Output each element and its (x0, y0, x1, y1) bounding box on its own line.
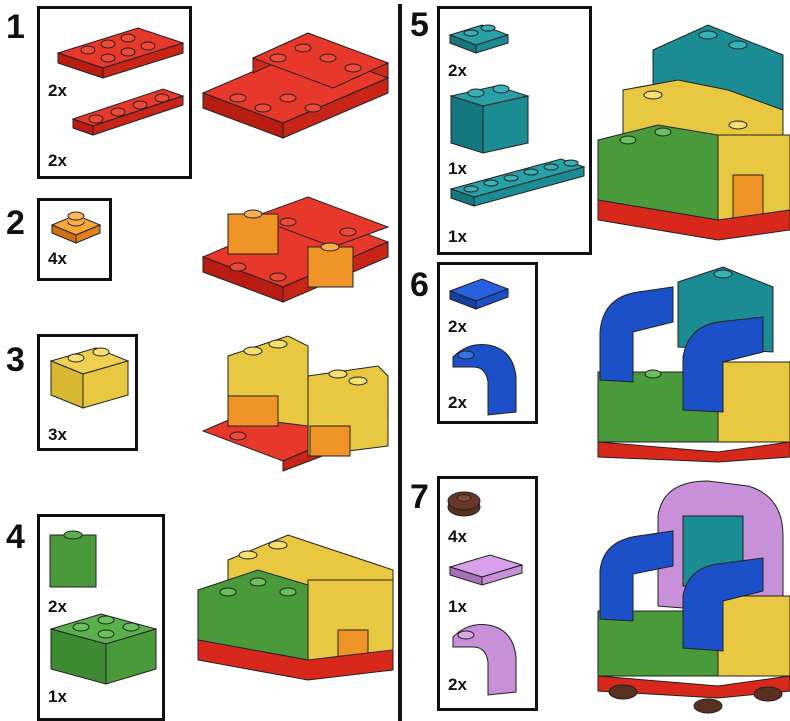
step-7-qty-b: 1x (448, 597, 467, 617)
step-5-model-image (598, 10, 790, 240)
teal-plate-1x6-icon (446, 154, 591, 214)
step-4-qty-b: 1x (48, 687, 67, 707)
step-7-qty-c: 2x (448, 675, 467, 695)
blue-tile-1x2-icon (446, 273, 516, 313)
step-1-qty-b: 2x (48, 151, 67, 171)
step-number-7: 7 (410, 480, 429, 514)
yellow-brick-1x2-icon (46, 343, 136, 413)
step-number-2: 2 (6, 206, 25, 240)
step-1-parts-box: 2x 2x (37, 6, 192, 179)
lavender-tile-1x2-icon (446, 549, 526, 589)
step-6-qty-b: 2x (448, 393, 467, 413)
step-5-parts-box: 2x 1x 1x (437, 6, 592, 255)
orange-plate-1x1-icon (48, 207, 108, 247)
red-plate-2x4-icon (48, 23, 188, 83)
step-3-parts-box: 3x (37, 334, 138, 451)
step-6-qty-a: 2x (448, 317, 467, 337)
column-divider (398, 4, 402, 721)
step-number-6: 6 (410, 268, 429, 302)
brown-round-plate-icon (444, 487, 494, 527)
red-plate-1x4-icon (48, 79, 188, 139)
step-7-qty-a: 4x (448, 527, 467, 547)
step-6-model-image (598, 262, 790, 462)
step-2-qty: 4x (48, 249, 67, 269)
step-number-1: 1 (6, 10, 25, 44)
green-brick-2x2-icon (46, 609, 161, 689)
step-7-parts-box: 4x 1x 2x (437, 476, 538, 711)
teal-plate-1x2-icon (446, 17, 516, 57)
step-7-model-image (598, 476, 790, 716)
step-4-model-image (198, 530, 393, 680)
step-2-model-image (198, 192, 393, 312)
step-3-model-image (198, 336, 393, 476)
step-5-qty-a: 2x (448, 61, 467, 81)
step-number-3: 3 (6, 343, 25, 377)
step-1-model-image (198, 28, 393, 158)
step-5-qty-c: 1x (448, 227, 467, 247)
teal-brick-1x2-icon (446, 81, 536, 161)
step-2-parts-box: 4x (37, 198, 112, 281)
step-4-parts-box: 2x 1x (37, 514, 165, 721)
step-number-5: 5 (410, 8, 429, 42)
step-6-parts-box: 2x 2x (437, 262, 538, 424)
step-number-4: 4 (6, 520, 25, 554)
step-3-qty: 3x (48, 425, 67, 445)
green-brick-1x1-icon (46, 525, 116, 595)
